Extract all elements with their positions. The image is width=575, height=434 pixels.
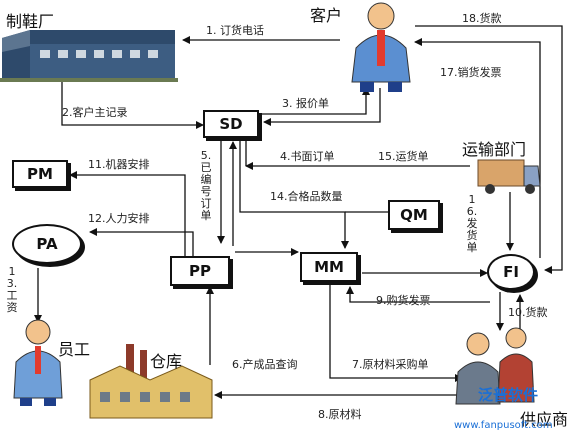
- customer-figure-icon: [351, 2, 411, 92]
- arrow-f14: [239, 140, 349, 249]
- flow-label-7: 7.原材料采购单: [352, 358, 429, 371]
- supplier-label: 供应商: [520, 410, 569, 429]
- pp-module-label: PP: [189, 262, 211, 280]
- arrow-f11: [69, 171, 186, 258]
- warehouse-icon: [89, 344, 213, 419]
- pm-module-label: PM: [27, 165, 53, 183]
- sd-module-label: SD: [219, 115, 243, 133]
- mm-module-box[interactable]: MM: [300, 252, 358, 282]
- arrow-f18: [415, 25, 563, 274]
- employee-figure-icon: [13, 319, 63, 406]
- mm-module-label: MM: [314, 258, 344, 276]
- flow-label-13: 13.工资: [6, 265, 18, 314]
- flow-label-18: 18.货款: [462, 12, 502, 25]
- qm-module-box[interactable]: QM: [388, 200, 440, 230]
- flow-label-4: 4.书面订单: [280, 150, 335, 163]
- factory-label: 制鞋厂: [6, 12, 55, 31]
- watermark-url: www.fanpusoft.com: [454, 420, 553, 431]
- factory-icon: [0, 30, 178, 82]
- arrow-f9: [346, 286, 490, 303]
- flow-label-2: 2.客户主记录: [62, 106, 128, 119]
- watermark-brand: 泛普软件: [478, 386, 539, 404]
- pa-module-ellipse[interactable]: PA: [12, 224, 82, 264]
- supplier-figures-icon: [455, 327, 535, 405]
- flow-label-5: 5.已编号订单: [200, 149, 212, 222]
- arrow-f3: [262, 87, 370, 115]
- flow-label-16: 16.发货单: [466, 193, 478, 254]
- warehouse-label: 仓库: [150, 352, 183, 371]
- arrow-f12: [89, 228, 194, 258]
- flow-label-8: 8.原材料: [318, 408, 362, 421]
- arrow-f7: [329, 285, 463, 382]
- pp-module-box[interactable]: PP: [170, 256, 230, 286]
- flow-label-17: 17.销货发票: [440, 66, 502, 79]
- employee-label: 员工: [58, 340, 91, 359]
- qm-module-label: QM: [400, 206, 428, 224]
- flow-label-11: 11.机器安排: [88, 158, 150, 171]
- fi-module-ellipse[interactable]: FI: [487, 254, 535, 290]
- flow-label-1: 1. 订货电话: [206, 24, 264, 37]
- arrow-customer-sd: [263, 88, 381, 126]
- transport-label: 运输部门: [462, 140, 527, 159]
- arrow-f2: [61, 82, 204, 129]
- flow-label-14: 14.合格品数量: [270, 190, 343, 203]
- customer-label: 客户: [310, 6, 343, 25]
- fi-module-label: FI: [503, 263, 519, 281]
- flow-label-9: 9.购货发票: [376, 294, 431, 307]
- flow-label-15: 15.运货单: [378, 150, 429, 163]
- flow-label-6: 6.产成品查询: [232, 358, 298, 371]
- pm-module-box[interactable]: PM: [12, 160, 68, 188]
- flow-label-12: 12.人力安排: [88, 212, 150, 225]
- arrow-f8: [214, 391, 496, 402]
- flow-label-3: 3. 报价单: [282, 97, 329, 110]
- sd-module-box[interactable]: SD: [203, 110, 259, 138]
- pa-module-label: PA: [36, 235, 58, 253]
- truck-icon: [477, 159, 541, 194]
- flow-label-10: 10.货款: [508, 306, 548, 319]
